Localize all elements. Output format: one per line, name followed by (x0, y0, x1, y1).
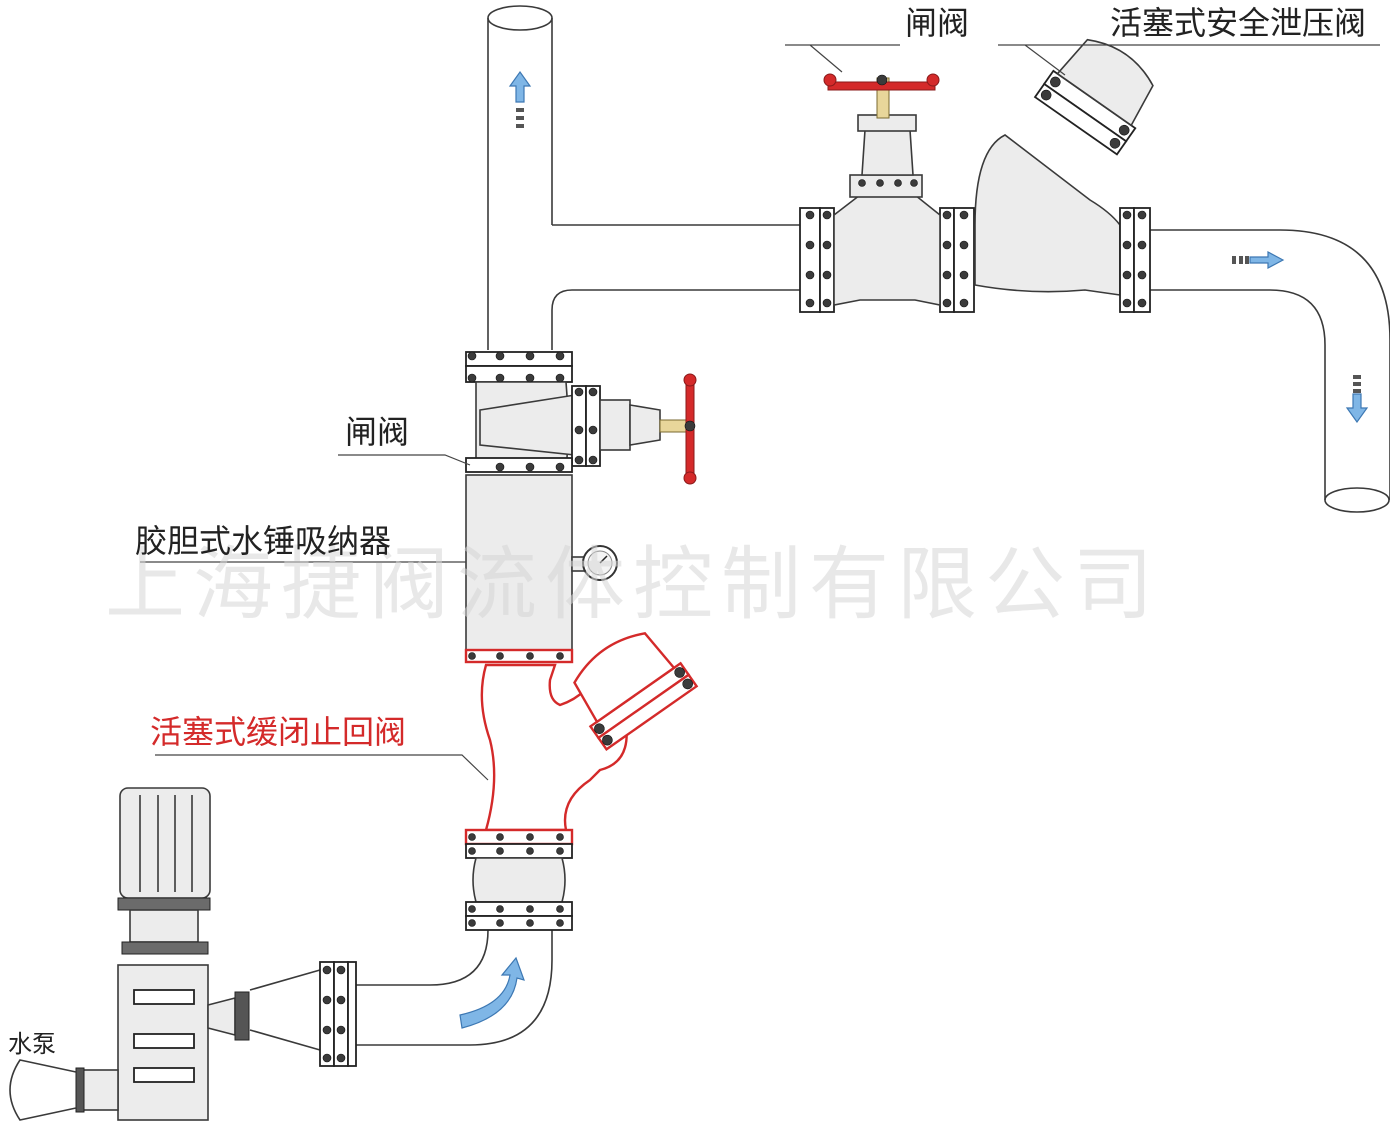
water-pump (9, 787, 250, 1121)
company-watermark: 上海捷阀流体控制有限公司 (105, 538, 1161, 631)
flexible-joint (465, 857, 573, 931)
label-piston-check-valve: 活塞式缓闭止回阀 (150, 713, 406, 751)
flow-arrow-right-icon (1232, 251, 1285, 269)
flow-arrow-down-icon (1345, 375, 1369, 424)
top-gate-valve-bolts (805, 179, 969, 308)
flow-arrow-up-icon (508, 70, 532, 128)
label-side-gate-valve: 闸阀 (345, 413, 409, 451)
pump-motor (119, 787, 211, 899)
piston-check-valve (464, 632, 699, 859)
piston-relief-valve (974, 38, 1154, 313)
leader-lines (140, 44, 1380, 781)
pressure-gauge-icon (571, 545, 618, 581)
vertical-riser-pipe (487, 5, 800, 350)
flow-arrow-curved-icon (459, 956, 525, 1029)
bladder-water-hammer-arrester (464, 474, 618, 664)
discharge-pipe (1150, 229, 1390, 513)
label-pump: 水泵 (8, 1030, 56, 1058)
label-piston-relief-valve: 活塞式安全泄压阀 (1110, 4, 1366, 42)
pump-outlet-flange (319, 961, 357, 1067)
side-gate-valve (465, 351, 697, 485)
label-top-gate-valve: 闸阀 (905, 4, 969, 42)
side-gate-valve-bolts (467, 351, 598, 472)
top-gate-valve (799, 73, 975, 313)
label-bladder-arrester: 胶胆式水锤吸纳器 (135, 522, 391, 560)
pump-outlet-pipe (249, 929, 553, 1051)
